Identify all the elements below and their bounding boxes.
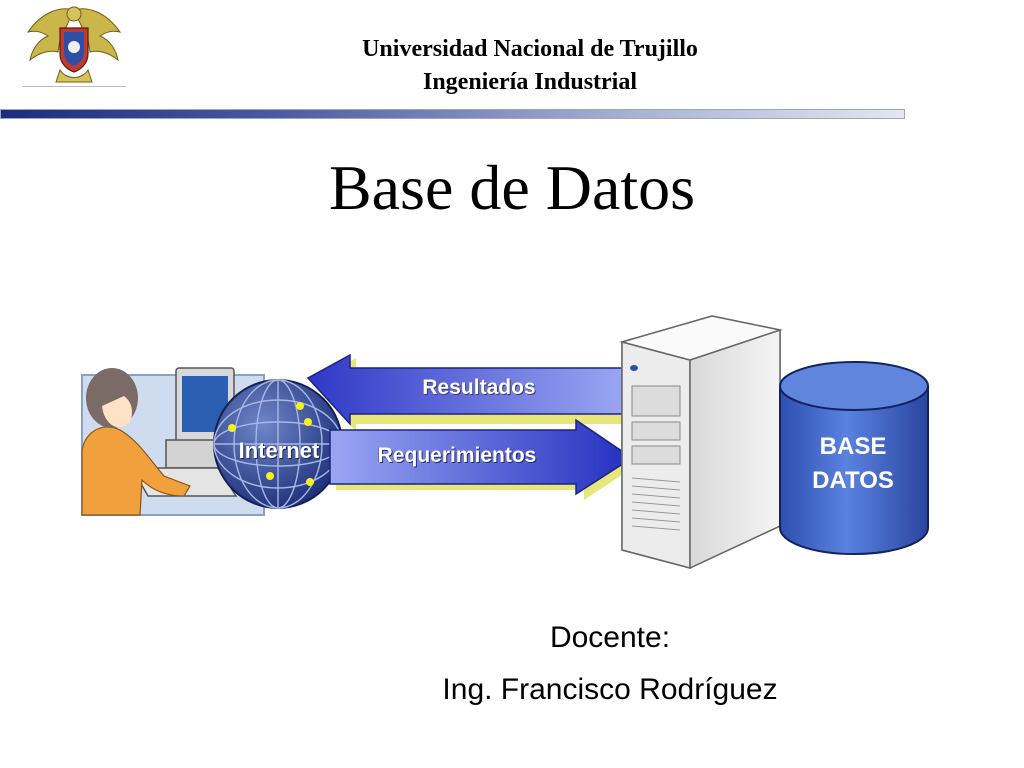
requerimientos-label: Requerimientos bbox=[377, 444, 537, 467]
slide-header: Universidad Nacional de Trujillo Ingenie… bbox=[230, 33, 830, 99]
logo-underline bbox=[22, 86, 126, 87]
database-cylinder-icon bbox=[779, 361, 929, 555]
header-gradient-bar bbox=[0, 109, 905, 119]
resultados-label: Resultados bbox=[422, 376, 536, 399]
database-label-line2: DATOS bbox=[812, 467, 894, 494]
docente-label: Docente: bbox=[549, 621, 671, 654]
database-label: BASE DATOS bbox=[786, 430, 920, 498]
department-name: Ingeniería Industrial bbox=[422, 69, 638, 95]
university-name: Universidad Nacional de Trujillo bbox=[362, 36, 698, 62]
requerimientos-arrow bbox=[329, 418, 640, 500]
database-label-line1: BASE bbox=[819, 433, 887, 460]
diagram-illustration bbox=[81, 315, 929, 570]
slide-title: Base de Datos bbox=[328, 152, 696, 223]
docente-name: Ing. Francisco Rodríguez bbox=[442, 673, 778, 706]
resultados-arrow bbox=[306, 353, 632, 432]
university-crest-logo bbox=[26, 6, 122, 83]
server-tower-illustration bbox=[619, 315, 783, 570]
internet-label: Internet bbox=[238, 438, 320, 463]
docente-block: Docente: Ing. Francisco Rodríguez bbox=[400, 612, 820, 716]
client-server-diagram: Resultados Requerimientos Internet BASE … bbox=[0, 300, 1024, 600]
